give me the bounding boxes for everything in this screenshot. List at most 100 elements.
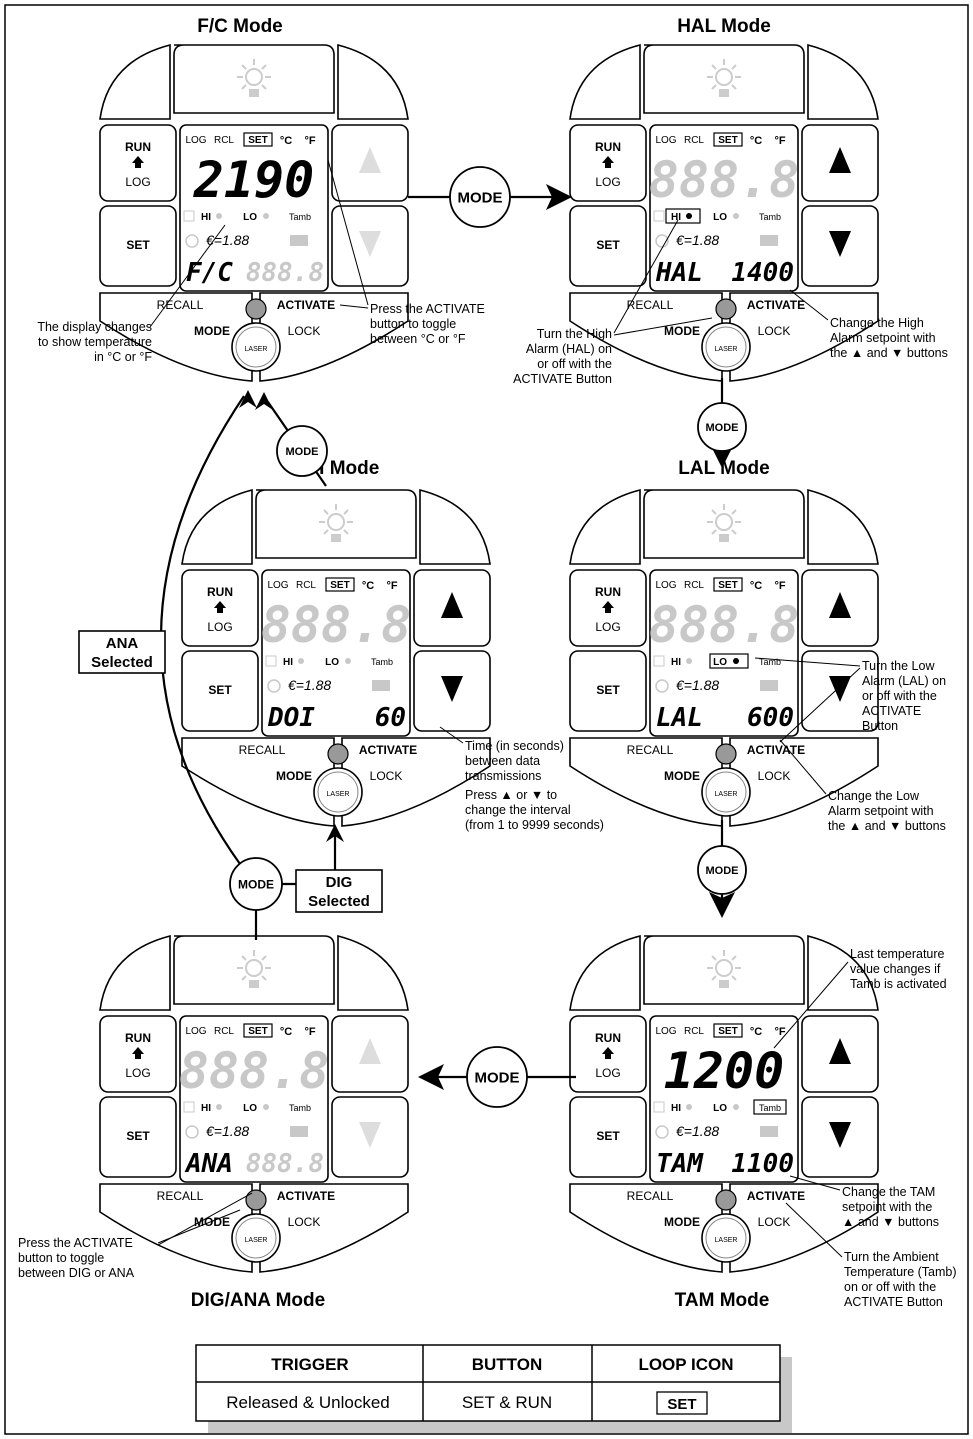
down-arrow-icon[interactable]	[829, 1122, 851, 1148]
up-arrow-icon[interactable]	[829, 1038, 851, 1064]
leader-line	[339, 304, 369, 309]
battery-icon	[290, 1126, 308, 1137]
annotation-fc-display-line: The display changes	[37, 320, 152, 334]
lcd-main-readout: 888.8	[649, 151, 800, 209]
mode-connector-label: MODE	[706, 422, 739, 434]
set-button[interactable]: SET	[126, 1129, 150, 1143]
annotation-tam-ambient-line: Temperature (Tamb)	[844, 1265, 957, 1279]
lcd-hi-indicator: HI	[671, 212, 681, 223]
title-ana: DIG/ANA Mode	[191, 1290, 325, 1311]
annotation-doi-time-line: transmissions	[465, 769, 541, 783]
annotation-fc-activate-line: button to toggle	[370, 317, 456, 331]
lcd-hi-indicator: HI	[671, 1103, 681, 1114]
lo-dot-icon	[733, 658, 739, 664]
annotation-lal-toggle-line: ACTIVATE	[862, 704, 921, 718]
hi-dot-icon	[686, 658, 692, 664]
laser-label: LASER	[715, 1237, 738, 1244]
lo-dot-icon	[733, 1104, 739, 1110]
mode-button-label[interactable]: MODE	[664, 1215, 700, 1229]
lcd-emissivity: €=1.88	[206, 232, 249, 248]
lcd-rcl: RCL	[214, 135, 234, 146]
annotation-tam-last-tamb: Tamb	[850, 977, 881, 991]
set-label: SET	[208, 683, 232, 697]
leader-line	[789, 1175, 841, 1191]
up-arrow-icon[interactable]	[829, 147, 851, 173]
down-arrow-icon[interactable]	[829, 676, 851, 702]
activate-button-label[interactable]: ACTIVATE	[359, 743, 417, 757]
set-button[interactable]: SET	[208, 683, 232, 697]
hi-dot-icon	[686, 213, 692, 219]
mode-connector: MODE	[697, 402, 747, 452]
down-arrow-icon[interactable]	[829, 231, 851, 257]
lcd-fahrenheit: °F	[774, 580, 785, 592]
log-label: LOG	[595, 175, 620, 189]
up-arrow-icon[interactable]	[829, 592, 851, 618]
mode-button-label[interactable]: MODE	[194, 1215, 230, 1229]
activate-button-label[interactable]: ACTIVATE	[277, 1189, 335, 1203]
run-label: RUN	[595, 140, 621, 154]
annotation-fc-activate-line: between °C or °F	[370, 332, 466, 346]
table-header-loop-icon: LOOP ICON	[638, 1355, 733, 1374]
up-arrow-icon[interactable]	[359, 1038, 381, 1064]
set-button[interactable]: SET	[596, 238, 620, 252]
leader-line	[789, 289, 829, 321]
log-label: LOG	[125, 1066, 150, 1080]
lock-label: LOCK	[288, 324, 321, 338]
down-arrow-icon[interactable]	[359, 1122, 381, 1148]
up-arrow-icon[interactable]	[359, 147, 381, 173]
lcd-main-readout: 1200	[664, 1042, 784, 1100]
lcd-main-readout: 888.8	[261, 596, 412, 654]
annotation-tam-ambient-line: ACTIVATE Button	[844, 1295, 943, 1309]
mode-button-label[interactable]: MODE	[194, 324, 230, 338]
lcd-set: SET	[330, 580, 349, 591]
lcd-celsius: °C	[362, 580, 374, 592]
mode-button-label[interactable]: MODE	[276, 769, 312, 783]
annotation-hal-toggle-line: Turn the High	[537, 327, 612, 341]
up-arrow-icon[interactable]	[441, 592, 463, 618]
lcd-lo-indicator: LO	[325, 657, 339, 668]
laser-label: LASER	[327, 791, 350, 798]
mode-button-label[interactable]: MODE	[664, 324, 700, 338]
legend-table: TRIGGER BUTTON LOOP ICON Released & Unlo…	[195, 1344, 792, 1433]
activate-button-label[interactable]: ACTIVATE	[747, 298, 805, 312]
mode-button-label[interactable]: MODE	[664, 769, 700, 783]
ana-selected-line-1: ANA	[106, 635, 139, 652]
annotation-tam-last-line: Last temperature	[850, 947, 945, 961]
down-arrow-icon[interactable]	[359, 231, 381, 257]
set-button[interactable]: SET	[596, 1129, 620, 1143]
activate-button-label[interactable]: ACTIVATE	[747, 1189, 805, 1203]
run-label: RUN	[207, 585, 233, 599]
run-log-button[interactable]: RUN LOG	[595, 140, 621, 189]
activate-button-label[interactable]: ACTIVATE	[277, 298, 335, 312]
leader-line	[785, 1202, 843, 1258]
arrowhead-icon	[326, 824, 344, 842]
lcd-set: SET	[718, 1026, 737, 1037]
annotation-doi-press-line: Press ▲ or ▼ to	[465, 788, 557, 802]
set-button[interactable]: SET	[596, 683, 620, 697]
annotation-tam-setpoint-line: Change the TAM	[842, 1185, 935, 1199]
annotation-doi-press-line: change the interval	[465, 803, 571, 817]
leader-line	[754, 657, 861, 667]
battery-icon	[760, 680, 778, 691]
leader-line	[779, 739, 827, 795]
lcd-emissivity: €=1.88	[676, 677, 719, 693]
log-label: LOG	[207, 620, 232, 634]
set-button[interactable]: SET	[126, 238, 150, 252]
run-log-button[interactable]: RUN LOG	[207, 585, 233, 634]
down-arrow-icon[interactable]	[441, 676, 463, 702]
lcd-setpoint-value: 888.8	[246, 258, 324, 288]
page-frame	[4, 4, 969, 1435]
annotation-tam-ambient-line: on or off with the	[844, 1280, 936, 1294]
activate-button-label[interactable]: ACTIVATE	[747, 743, 805, 757]
lcd-set: SET	[248, 135, 267, 146]
lcd-celsius: °C	[750, 580, 762, 592]
